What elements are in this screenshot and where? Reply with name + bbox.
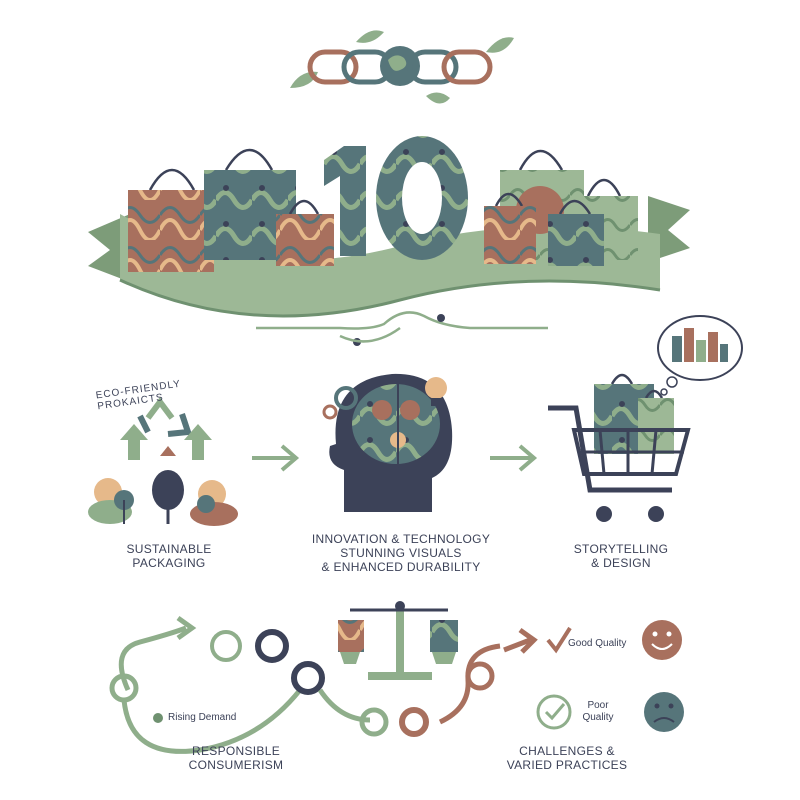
good-quality-label: Good Quality [568,638,627,649]
responsible-label: RESPONSIBLE CONSUMERISM [166,744,306,772]
shopping-cart-icon [548,373,691,522]
poor-quality-label: Poor Quality [578,700,618,724]
number-ten [324,136,468,260]
poor-quality-check-icon [536,694,572,730]
arrow-right-icon [490,444,538,472]
rising-demand-label: Rising Demand [168,712,237,723]
challenges-flow [399,626,572,737]
gear-icon [334,386,358,410]
thought-bubble [657,315,743,396]
label-line: VARIED PRACTICES [506,758,628,772]
label-line: Quality [582,712,614,723]
sustainable-packaging-label: SUSTAINABLE PACKAGING [94,542,244,570]
checkmark-icon [546,626,572,654]
trees-sun-icon [88,470,238,526]
label-line: STORYTELLING [573,542,669,556]
shopping-bags-right [484,149,638,266]
label-line: & ENHANCED DURABILITY [321,560,481,574]
label-line: STUNNING VISUALS [340,546,462,560]
chain-globe-icon [290,30,514,104]
leaf-icon [426,92,450,104]
leaf-icon [486,37,514,53]
storytelling-label: STORYTELLING & DESIGN [556,542,686,570]
label-line: PACKAGING [132,556,206,570]
label-line: CONSUMERISM [188,758,284,772]
recycle-icon [137,397,193,437]
balance-scale-icon [338,601,458,680]
gear-icon [322,404,338,420]
head-brain-icon [322,373,453,512]
label-line: SUSTAINABLE [126,542,212,556]
good-quality-smile-icon [642,620,682,660]
label-line: RESPONSIBLE [192,744,280,758]
shopping-bags-left [128,148,334,272]
label-line: Poor [587,700,609,711]
arrow-right-icon [252,444,300,472]
leaf-icon [356,30,384,43]
label-line: INNOVATION & TECHNOLOGY [311,532,491,546]
wavy-divider [256,311,548,346]
label-line: & DESIGN [591,556,651,570]
lightbulb-icon [425,377,447,399]
recycle-small-icon [210,630,242,662]
up-arrows-icon [120,424,212,460]
responsible-flow [109,615,389,754]
poor-quality-frown-icon [644,692,684,732]
innovation-label: INNOVATION & TECHNOLOGY STUNNING VISUALS… [296,532,506,574]
label-line: CHALLENGES & [519,744,615,758]
challenges-label: CHALLENGES & VARIED PRACTICES [492,744,642,772]
